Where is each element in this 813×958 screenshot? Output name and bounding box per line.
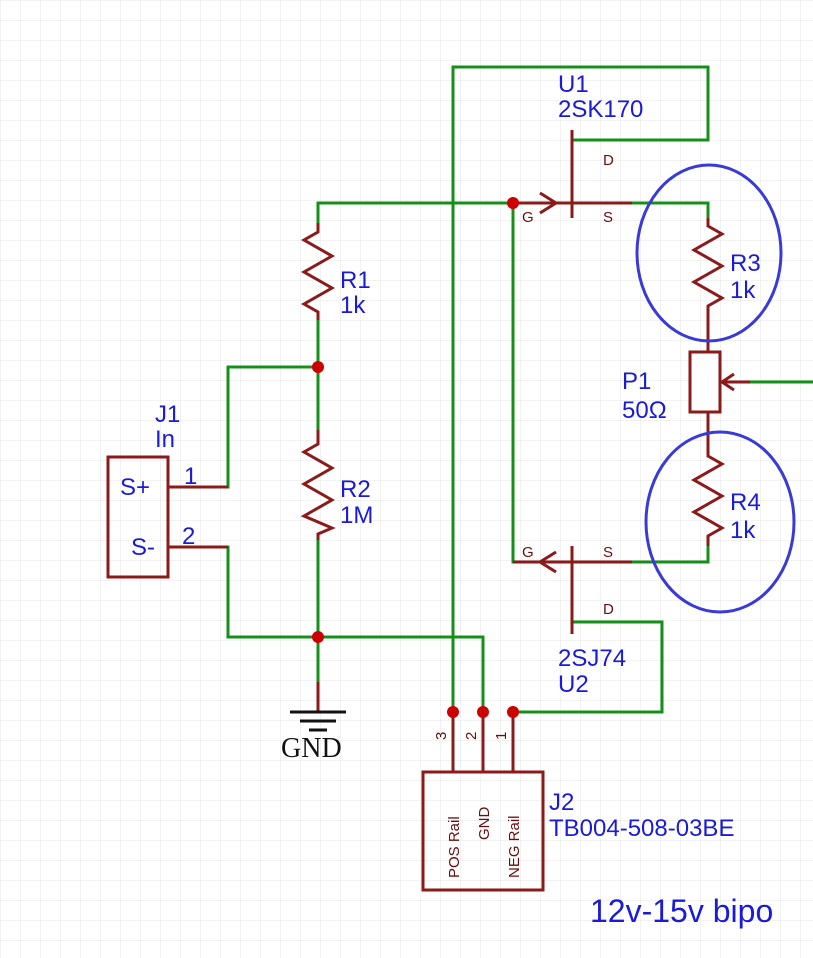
j2-pin2-num: 2 (463, 732, 480, 740)
junction-r1-r2[interactable] (312, 361, 324, 373)
junction-j2-pin3[interactable] (447, 706, 459, 718)
j2-pin2-name: GND (476, 807, 493, 841)
j1-ref: J1 (155, 401, 180, 428)
jfet-u1[interactable]: U1 2SK170 D G S (513, 71, 643, 226)
j1-pin1-num: 1 (184, 463, 197, 490)
resistor-r2[interactable]: R2 1M (300, 430, 373, 540)
r3-symbol (690, 218, 726, 352)
u2-pin-d: D (603, 601, 614, 618)
r3-ref: R3 (730, 250, 761, 277)
u1-pin-g: G (522, 209, 534, 226)
j1-value: In (155, 426, 175, 453)
r2-symbol (300, 430, 336, 540)
u1-pin-d: D (603, 152, 614, 169)
junctions (312, 197, 519, 718)
r2-ref: R2 (340, 476, 371, 503)
j2-value: TB004-508-03BE (549, 815, 734, 842)
supply-note: 12v-15v bipo (590, 893, 773, 929)
u2-pin-g: G (522, 544, 534, 561)
j1-pin1-name: S+ (120, 474, 150, 501)
r1-value: 1k (340, 292, 366, 319)
jfet-u2[interactable]: 2SJ74 U2 D G S (513, 544, 632, 698)
j2-pin3-name: POS Rail (446, 816, 463, 878)
j1-body (106, 455, 170, 579)
u2-pin-s: S (603, 544, 613, 561)
p1-body (688, 350, 722, 414)
u1-value: 2SK170 (558, 96, 643, 123)
connector-j2[interactable]: 3 2 1 POS Rail GND NEG Rail J2 TB004-508… (421, 712, 734, 892)
junction-j2-pin2[interactable] (477, 706, 489, 718)
potentiometer-p1[interactable]: P1 50Ω (622, 350, 750, 440)
r1-symbol (300, 223, 336, 320)
j2-pin1-name: NEG Rail (506, 815, 523, 878)
p1-value: 50Ω (622, 397, 667, 424)
u2-gate-arrow (537, 550, 557, 574)
r3-value: 1k (730, 277, 756, 304)
wires (226, 65, 813, 714)
resistor-r1[interactable]: R1 1k (300, 223, 371, 320)
highlight-ring-r3 (635, 163, 783, 343)
highlight-ring-r4 (644, 430, 796, 614)
wire-pos-rail[interactable] (451, 65, 710, 714)
junction-gate[interactable] (507, 197, 519, 209)
r2-value: 1M (340, 502, 373, 529)
resistor-r3[interactable]: R3 1k (690, 218, 761, 352)
junction-gnd[interactable] (312, 631, 324, 643)
wire-j1-pin1[interactable] (226, 365, 320, 489)
r4-symbol (690, 440, 726, 546)
p1-wiper-arrow (719, 372, 735, 392)
j2-ref: J2 (549, 789, 574, 816)
j2-pin1-num: 1 (493, 732, 510, 740)
r4-value: 1k (730, 517, 756, 544)
u1-pin-s: S (603, 209, 613, 226)
ground-symbol[interactable]: GND (281, 682, 346, 764)
wire-neg-rail[interactable] (511, 620, 664, 714)
j1-pin2-name: S- (131, 534, 155, 561)
gnd-label: GND (281, 733, 342, 764)
u2-ref: U2 (558, 671, 589, 698)
r4-ref: R4 (730, 489, 761, 516)
u2-value: 2SJ74 (558, 645, 626, 672)
j1-pin2-num: 2 (182, 523, 195, 550)
wire-gnd-j2[interactable] (316, 635, 485, 714)
resistor-r4[interactable]: R4 1k (690, 440, 761, 546)
u1-gate-arrow (539, 191, 559, 215)
junction-j2-pin1[interactable] (507, 706, 519, 718)
j2-pin3-num: 3 (433, 732, 450, 740)
u1-ref: U1 (558, 71, 589, 98)
connector-j1[interactable]: J1 In S+ S- 1 2 (106, 401, 228, 579)
wire-j1-pin2[interactable] (226, 545, 320, 639)
r1-ref: R1 (340, 267, 371, 294)
p1-ref: P1 (622, 368, 651, 395)
